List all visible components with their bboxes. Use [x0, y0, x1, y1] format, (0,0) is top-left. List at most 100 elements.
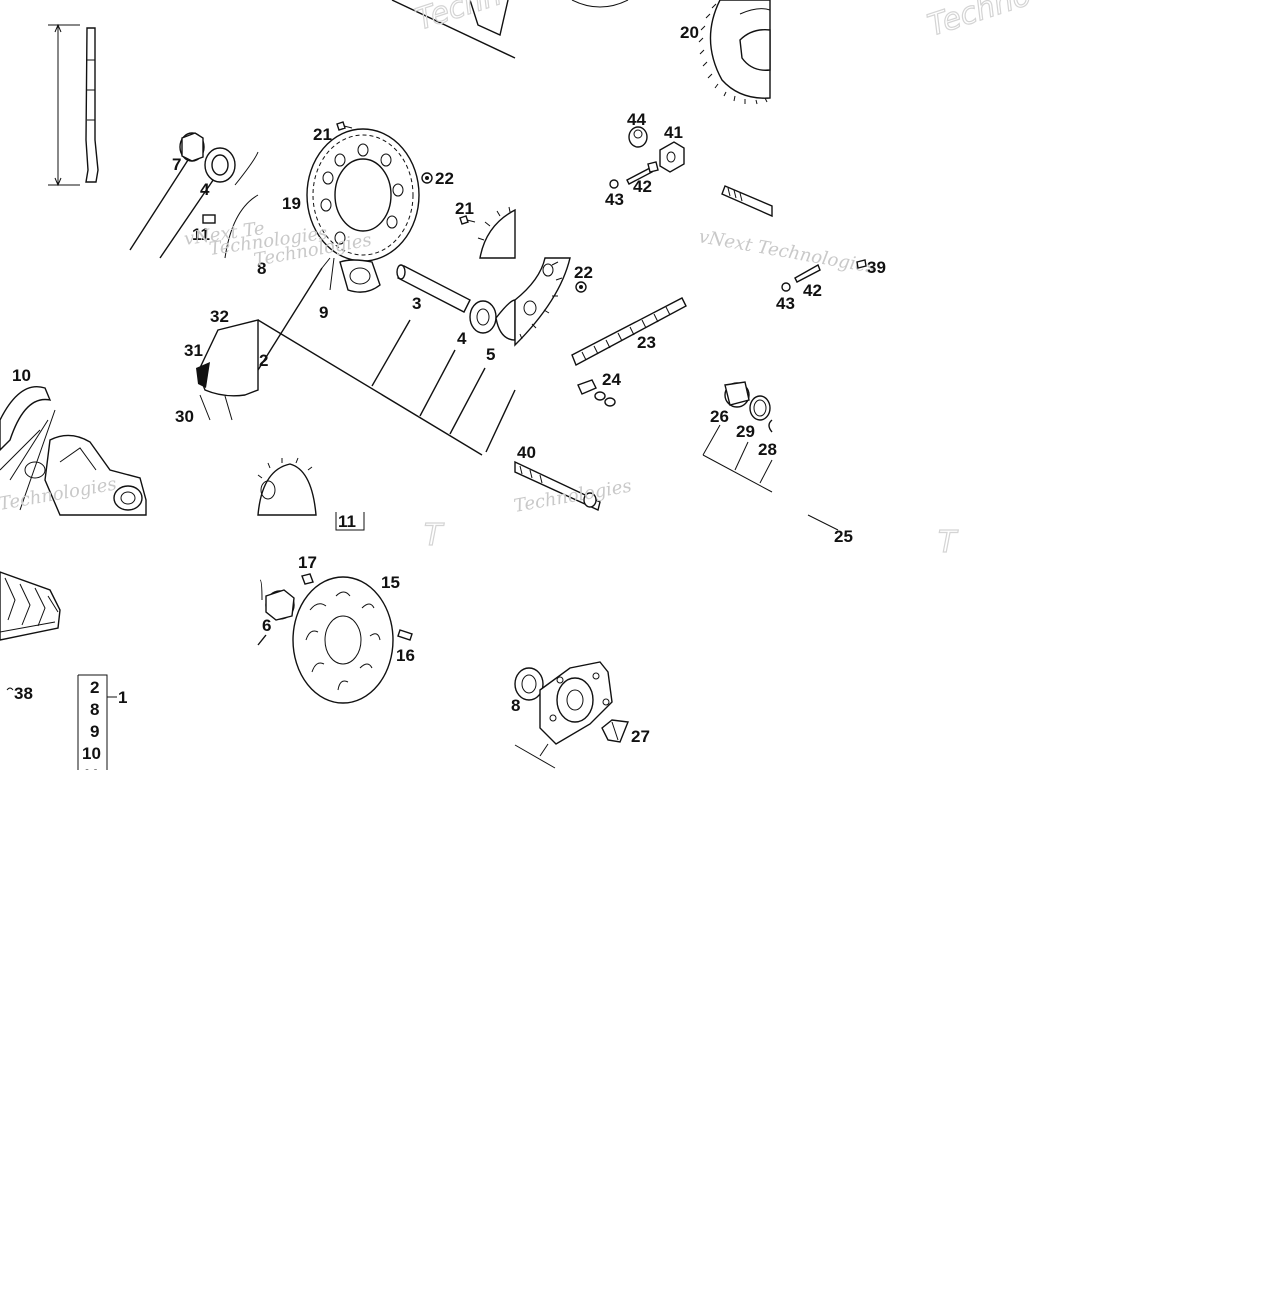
spacer-5-icon [495, 299, 516, 341]
nut-43b-icon [781, 282, 791, 292]
tile-axle: vNext Technologies 39 42 43 [697, 185, 886, 313]
callout-24: 24 [602, 370, 621, 389]
callout-42: 42 [633, 177, 652, 196]
callout-5: 5 [486, 345, 495, 364]
master-link-24-icon [577, 379, 616, 407]
chain-23-icon [571, 297, 687, 366]
tile-chain: 22 23 24 [514, 257, 687, 407]
callout-27: 27 [631, 727, 650, 746]
tile-frame-label: 11 [257, 457, 365, 531]
nut-22b-icon [575, 281, 587, 293]
tile-left-wheel: 10 Technologies [0, 366, 147, 516]
brake-disc-15-icon [292, 576, 394, 704]
spacer-6-icon [265, 589, 295, 621]
callout-26: 26 [710, 407, 729, 426]
bolt-21b-icon [459, 215, 476, 225]
hub-housing-icon [196, 319, 259, 421]
bolt-42b-icon [794, 263, 821, 283]
kit-number-1: 1 [118, 688, 127, 707]
callout-21b: 21 [455, 199, 474, 218]
hub-wheel-icon [24, 434, 147, 516]
bearing-8-icon [514, 667, 544, 701]
nut-22-icon [421, 172, 433, 184]
tile-kit-box: 38 2 8 9 10 11 1 [6, 674, 127, 785]
tile-rear-sprocket: 21 19 22 21 Technologies [208, 121, 516, 262]
callout-4: 4 [200, 180, 210, 199]
callout-42b: 42 [803, 281, 822, 300]
kit-item-10: 10 [82, 744, 101, 763]
hub-27-icon [539, 661, 613, 745]
spacer-44-icon [628, 126, 648, 148]
callout-2: 2 [259, 351, 268, 370]
bushing-7-icon [179, 132, 205, 162]
bearing-4-icon [204, 147, 236, 183]
kit-item-2: 2 [90, 678, 99, 697]
callout-19: 19 [282, 194, 301, 213]
callout-7: 7 [172, 155, 181, 174]
adjuster-block-41-icon [659, 141, 685, 173]
callout-25: 25 [834, 527, 853, 546]
callout-43: 43 [605, 190, 624, 209]
watermark-fragment: T [938, 525, 959, 560]
nut-17-icon [301, 573, 314, 585]
bearing-4b-icon [469, 300, 497, 334]
bolt-42-icon [626, 161, 659, 185]
callout-40: 40 [517, 443, 536, 462]
callout-30: 30 [175, 407, 194, 426]
watermark-fragment: T [424, 518, 445, 553]
callout-41: 41 [664, 123, 683, 142]
callout-11: 11 [192, 225, 210, 244]
kit-item-9: 9 [90, 722, 99, 741]
callout-44: 44 [627, 110, 646, 129]
callout-38: 38 [14, 684, 33, 703]
nut-43-icon [609, 179, 619, 189]
tile-top-sprocket: 20 Techn Techno [391, 0, 1036, 105]
callout-32: 32 [210, 307, 229, 326]
callout-39: 39 [867, 258, 886, 277]
callout-10: 10 [12, 366, 31, 385]
sprocket-20-icon [698, 0, 771, 105]
small-sprocket-icon [477, 206, 516, 259]
callout-22b: 22 [574, 263, 593, 282]
tile-right-bushing: 26 29 28 25 [702, 381, 853, 546]
callout-31: 31 [184, 341, 203, 360]
sprocket-19-icon [306, 128, 420, 262]
callout-23: 23 [637, 333, 656, 352]
callout-17: 17 [298, 553, 317, 572]
callout-21: 21 [313, 125, 332, 144]
kit-box: 2 8 9 10 11 1 [77, 674, 127, 785]
callout-6: 6 [262, 616, 271, 635]
callout-22: 22 [435, 169, 454, 188]
tile-axle-lower: 40 Technologies [512, 443, 633, 517]
callout-28: 28 [758, 440, 777, 459]
callout-43b: 43 [776, 294, 795, 313]
frame-label-11: 11 [338, 512, 356, 531]
carrier-icon [339, 259, 381, 293]
kit-item-8: 8 [90, 700, 99, 719]
callout-3: 3 [412, 294, 421, 313]
callout-15: 15 [381, 573, 400, 592]
axle-40-icon [721, 185, 773, 218]
callout-16: 16 [396, 646, 415, 665]
sprocket-20-lower-icon [514, 257, 571, 347]
bolt-21-icon [336, 121, 353, 131]
tile-hub-spacers: 8 9 3 4 5 32 31 2 30 Technologies [175, 230, 516, 456]
callout-8: 8 [257, 259, 266, 278]
callout-20: 20 [680, 23, 699, 42]
watermark-fragment: Technologies [512, 476, 633, 517]
callout-8b: 8 [511, 696, 520, 715]
callout-4b: 4 [457, 329, 467, 348]
bolt-16-icon [397, 629, 413, 641]
tile-rear-hub: 8 27 [511, 661, 650, 769]
valve-stem-icon [85, 27, 99, 183]
callout-9: 9 [319, 303, 328, 322]
nut-39-icon [856, 259, 867, 269]
tile-chain-adjuster: 44 41 42 43 [605, 110, 685, 209]
bushing-26-icon [724, 381, 750, 408]
damper-27-icon [601, 719, 629, 743]
tile-valve-stem [48, 23, 99, 187]
watermark-fragment: vNext Technologies [697, 226, 877, 278]
callout-29: 29 [736, 422, 755, 441]
seal-29-icon [749, 395, 771, 421]
